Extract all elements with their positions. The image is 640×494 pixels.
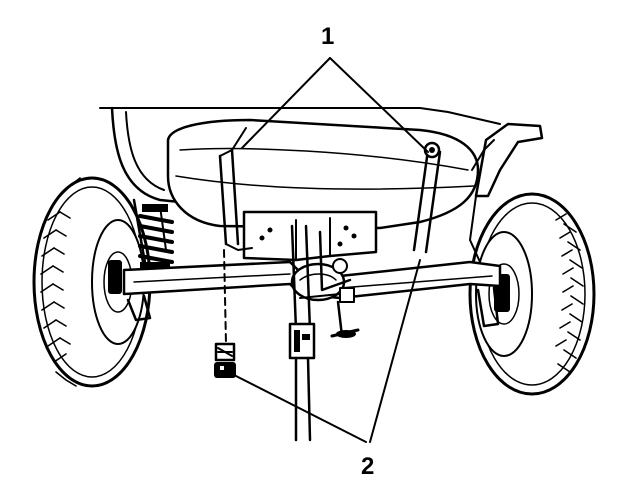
right-tire bbox=[468, 192, 596, 396]
callout-1-leaders bbox=[241, 57, 429, 153]
strap-bolt bbox=[214, 249, 236, 378]
callout-1-label: 1 bbox=[321, 23, 334, 50]
callout-2-label: 2 bbox=[361, 453, 374, 480]
rear-axle bbox=[122, 260, 502, 328]
fuel-tank-straps bbox=[218, 127, 442, 254]
callout-2-leaders bbox=[235, 259, 421, 443]
left-coil-spring bbox=[138, 204, 174, 272]
tank-bracket bbox=[242, 210, 378, 262]
transmission-jack bbox=[288, 224, 360, 442]
left-tire bbox=[32, 176, 152, 388]
vehicle-body bbox=[99, 106, 544, 292]
